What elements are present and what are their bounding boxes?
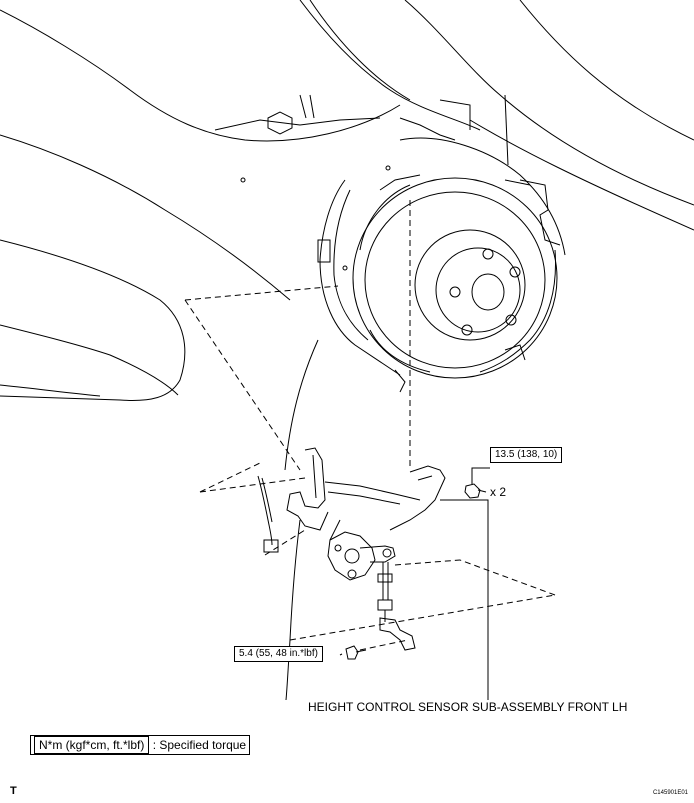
- torque-label-upper: 13.5 (138, 10): [490, 447, 563, 463]
- body-outline: [0, 0, 694, 701]
- figure-id: C145901E01: [652, 790, 688, 796]
- bolts: [345, 483, 487, 660]
- legend-description: : Specified torque: [152, 738, 247, 752]
- part-name-label: HEIGHT CONTROL SENSOR SUB-ASSEMBLY FRONT…: [308, 700, 628, 714]
- leader-lines: [339, 467, 490, 700]
- torque-value-upper: 13.5 (138, 10): [495, 449, 558, 460]
- brake-assembly: [317, 137, 566, 393]
- legend-units: N*m (kgf*cm, ft.*lbf): [34, 736, 150, 754]
- bolt-quantity: x 2: [490, 485, 507, 499]
- torque-value-lower: 5.4 (55, 48 in.*lbf): [239, 648, 318, 659]
- brake-rotor: [352, 177, 558, 379]
- legend: N*m (kgf*cm, ft.*lbf) : Specified torque: [30, 735, 251, 755]
- fender-details: [214, 94, 509, 271]
- torque-label-lower: 5.4 (55, 48 in.*lbf): [234, 646, 323, 662]
- height-sensor-part: [257, 447, 446, 651]
- mounting-guide-lines: [184, 200, 556, 651]
- corner-letter: T: [10, 785, 17, 797]
